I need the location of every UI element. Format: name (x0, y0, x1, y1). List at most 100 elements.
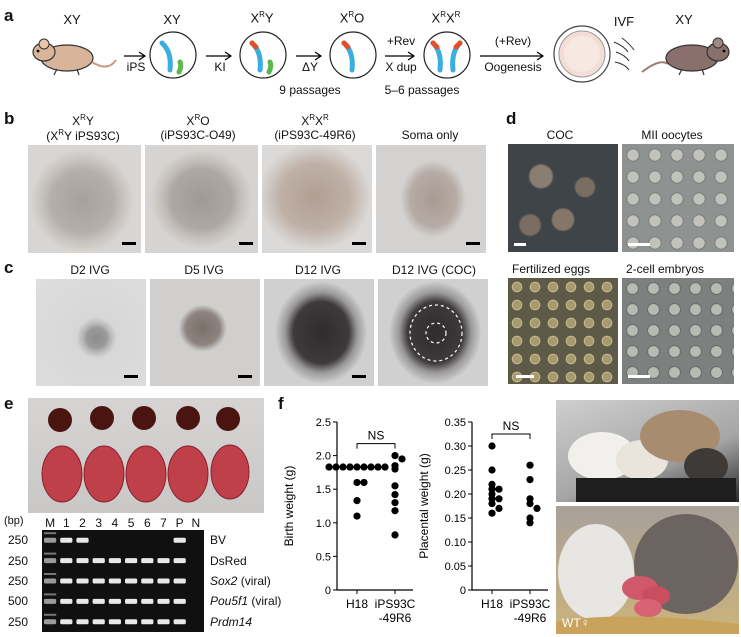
gel-band (60, 558, 73, 564)
y-axis-label: Birth weight (g) (282, 466, 296, 547)
gel-band (173, 578, 186, 584)
scale-bar (514, 243, 526, 246)
d-twocell-label: 2-cell embryos (626, 262, 705, 276)
pups-photo (28, 398, 264, 513)
gel-lane-label: 4 (111, 516, 119, 530)
gel-bp-marker: 500 (8, 594, 29, 609)
gel-band (157, 619, 170, 625)
mice-photo-top (556, 400, 739, 502)
gel-lane-label: 1 (62, 516, 70, 530)
x-tick-label-line: H18 (346, 597, 368, 611)
gel-band (60, 619, 73, 625)
gel-band (125, 598, 138, 604)
cell-xry-icon (239, 31, 287, 79)
c-col4-label: D12 IVG (COC) (391, 263, 477, 277)
scale-bar (239, 242, 253, 245)
step-oogenesis-label: Oogenesis (484, 60, 542, 74)
gel-bands (44, 532, 186, 625)
oocyte-icon (553, 25, 611, 83)
micrograph-d-fertilized (508, 278, 618, 384)
wt-female-label: WT♀ (562, 616, 590, 630)
mice-group (568, 410, 736, 502)
c-col1-label: D2 IVG (70, 263, 110, 277)
x-tick-label: H18 (346, 597, 368, 611)
gel-band (44, 598, 57, 604)
c-col2-label: D5 IVG (184, 263, 224, 277)
gel-band (92, 558, 105, 564)
gel-band (44, 593, 57, 596)
gel-row-label: DsRed (210, 553, 247, 568)
micrograph-d-twocell (622, 278, 734, 384)
data-point (488, 466, 496, 474)
gel-band (76, 558, 89, 564)
gel-band (44, 573, 57, 575)
x-tick-label-line: iPS93C (510, 597, 551, 611)
passages-56-label: 5–6 passages (384, 83, 460, 97)
data-point (353, 512, 361, 520)
gel-image (42, 530, 204, 632)
b-col2-genotype: XRO (186, 113, 210, 128)
data-point (526, 500, 534, 508)
gel-band (92, 578, 105, 584)
gel-band (44, 578, 57, 584)
gel-band (44, 537, 57, 543)
panel-label-e: e (4, 394, 14, 413)
data-point (391, 452, 399, 460)
data-point (495, 485, 503, 493)
b-col1-genotype: XRY (72, 113, 94, 128)
gel-band (141, 578, 154, 584)
scale-bar (628, 375, 650, 378)
y-tick-label: 0.35 (445, 417, 466, 429)
panel-label-d: d (506, 109, 517, 128)
step-delta-y-label: ΔY (301, 60, 319, 74)
arrow-icon (206, 51, 233, 61)
x-tick-label-line: -49R6 (514, 611, 547, 625)
b-col4-label: Soma only (401, 128, 459, 142)
data-point (391, 482, 399, 490)
gel-row-label: BV (210, 533, 227, 548)
y-tick-label: 0.20 (445, 489, 466, 501)
b-col1-line: (XRY iPS93C) (46, 128, 120, 143)
scale-bar (628, 243, 650, 246)
genotype-xry: XRY (250, 10, 274, 26)
genotype-xy-left: XY (63, 12, 81, 27)
micrograph-c4 (378, 279, 488, 386)
step-xdup-label: X dup (385, 60, 417, 74)
gel-bp-marker: 250 (8, 553, 29, 568)
gel-band (125, 619, 138, 625)
ivf-label: IVF (613, 14, 635, 29)
data-point (391, 499, 399, 507)
mouse-icon-left (32, 38, 117, 76)
step-rev2-label: (+Rev) (494, 34, 532, 48)
data-point (391, 490, 399, 499)
c-col3-label: D12 IVG (294, 263, 342, 277)
data-point (391, 531, 399, 539)
scale-bar (352, 375, 366, 378)
panel-label-a: a (4, 6, 14, 25)
cell-xro-icon (329, 31, 377, 79)
gel-band (60, 578, 73, 584)
gel-bp-header: (bp) (4, 515, 24, 527)
gel-band (141, 598, 154, 604)
data-point (391, 507, 399, 515)
gel-band (173, 619, 186, 625)
data-point (381, 463, 389, 471)
gel-lane-label: 2 (79, 516, 86, 530)
panel-label-b: b (4, 109, 15, 128)
mouse-icon-right (641, 37, 730, 76)
arrow-icon (296, 51, 323, 61)
data-point (488, 509, 496, 517)
gel-band (157, 578, 170, 584)
gel-band (44, 613, 57, 616)
gel-band (141, 558, 154, 564)
gel-band (92, 619, 105, 625)
genotype-xy-cell: XY (163, 12, 181, 27)
x-tick-label: iPS93C-49R6 (375, 597, 416, 625)
gel-lane-label: 5 (127, 516, 135, 530)
arrow-icon (124, 51, 147, 61)
scale-bar (516, 375, 534, 378)
gel-band (76, 598, 89, 604)
gel-lane-label: 3 (95, 516, 103, 530)
micrograph-b2 (145, 145, 258, 253)
micrograph-c2 (150, 279, 260, 386)
